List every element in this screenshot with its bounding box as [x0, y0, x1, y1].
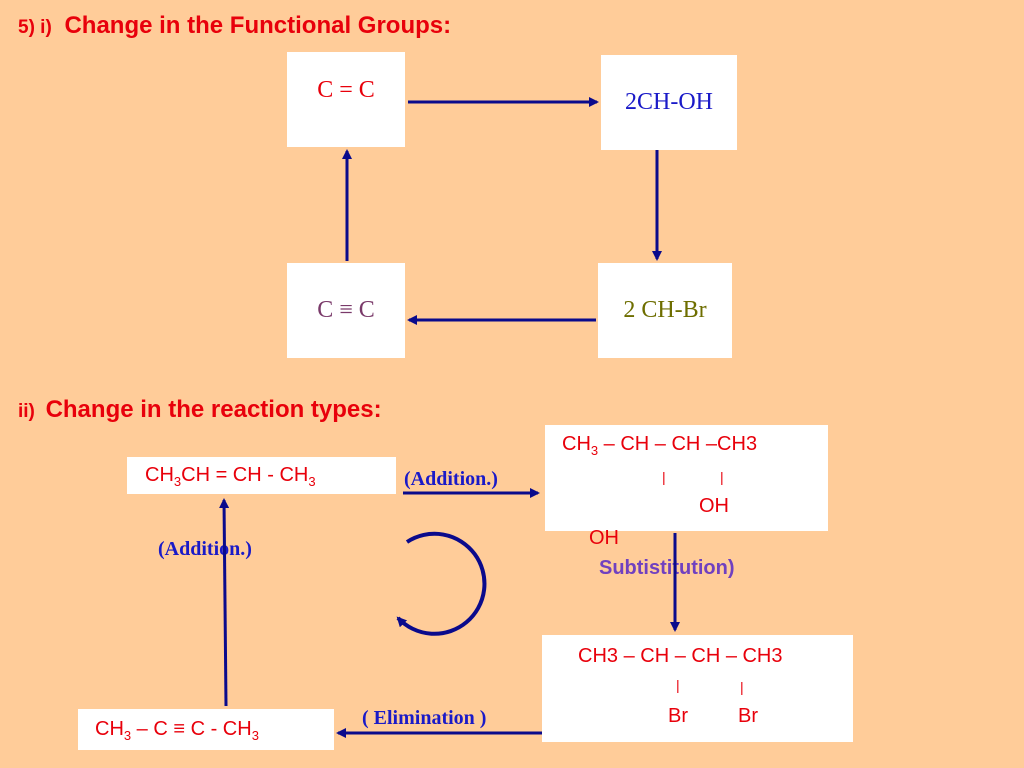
- node-dibromide-label: 2 CH-Br: [623, 297, 707, 323]
- compound-butene-formula: CH3CH = CH - CH3: [145, 464, 316, 489]
- dibromide-br-right: Br: [738, 705, 758, 727]
- compound-diol-formula: CH3 – CH – CH –CH3: [562, 433, 757, 458]
- butyne-sub2: 3: [251, 728, 259, 743]
- section1-number: 5) i): [18, 17, 52, 38]
- cycle-indicator-arc: [396, 531, 487, 636]
- dibromide-formula: CH3 – CH – CH – CH3: [578, 645, 783, 667]
- butyne-sub1: 3: [123, 728, 132, 743]
- butene-part2: CH = CH - CH: [181, 464, 309, 486]
- compound-dibromide: CH3 – CH – CH – CH3 | | Br Br: [542, 635, 853, 742]
- node-alkyne: C ≡ C: [287, 263, 405, 358]
- label-addition-right: (Addition.): [404, 468, 498, 490]
- butene-sub1: 3: [173, 474, 182, 489]
- label-elimination: ( Elimination ): [362, 707, 487, 729]
- section2-number: ii): [18, 401, 35, 422]
- section1-title: Change in the Functional Groups:: [64, 12, 452, 39]
- dibromide-br-left: Br: [668, 705, 688, 727]
- butyne-part1: CH: [95, 718, 124, 740]
- compound-butene: CH3CH = CH - CH3: [127, 457, 396, 494]
- diol-bond-right: |: [720, 469, 724, 485]
- label-addition-left: (Addition.): [158, 538, 252, 560]
- diol-oh-outer: OH: [589, 527, 619, 549]
- section1-heading: 5) i) Change in the Functional Groups:: [18, 12, 451, 40]
- arrow-butyne-to-butene: [219, 498, 230, 707]
- node-alkene-label: C = C: [317, 77, 375, 103]
- node-diol-label: 2CH-OH: [625, 89, 713, 115]
- dibromide-bond-left: |: [676, 677, 680, 693]
- section2-title: Change in the reaction types:: [45, 396, 382, 423]
- node-diol: 2CH-OH: [601, 55, 737, 150]
- diol-oh-inner: OH: [699, 495, 729, 517]
- compound-butyne: CH3 – C ≡ C - CH3: [78, 709, 334, 750]
- diol-sub1: 3: [590, 443, 599, 458]
- compound-diol: CH3 – CH – CH –CH3 | | OH: [545, 425, 828, 531]
- diol-part2: – CH – CH –CH3: [598, 433, 758, 455]
- butene-part1: CH: [145, 464, 174, 486]
- butene-sub2: 3: [308, 474, 316, 489]
- butyne-part2: – C ≡ C - CH: [131, 718, 252, 740]
- dibromide-bond-right: |: [740, 679, 744, 695]
- diol-bond-left: |: [662, 469, 666, 485]
- node-alkyne-label: C ≡ C: [317, 297, 375, 323]
- node-dibromide: 2 CH-Br: [598, 263, 732, 358]
- node-alkene: C = C: [287, 52, 405, 147]
- compound-butyne-formula: CH3 – C ≡ C - CH3: [95, 718, 259, 743]
- label-substitution: Subtistitution): [599, 557, 735, 579]
- diol-part1: CH: [562, 433, 591, 455]
- section2-heading: ii) Change in the reaction types:: [18, 396, 382, 424]
